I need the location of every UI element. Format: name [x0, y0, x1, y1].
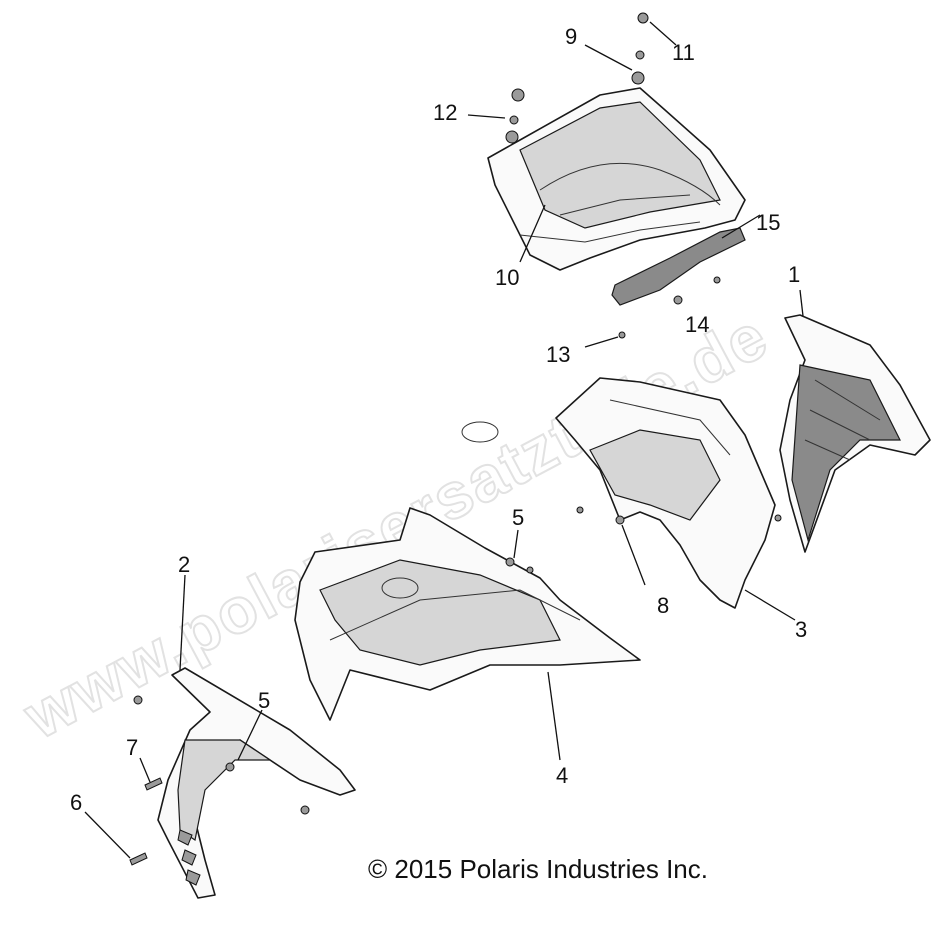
part-15-bracket	[611, 227, 746, 306]
callout-13: 13	[546, 342, 570, 367]
callout-15: 15	[756, 210, 780, 235]
callout-10: 10	[495, 265, 519, 290]
callout-2: 2	[178, 552, 190, 577]
callout-4: 4	[556, 763, 568, 788]
callout-8: 8	[657, 593, 669, 618]
callout-3: 3	[795, 617, 807, 642]
part-3-dash-panel	[461, 377, 776, 609]
callout-9: 9	[565, 24, 577, 49]
copyright-text: © 2015 Polaris Industries Inc.	[368, 854, 708, 884]
part-2-fender-bracket	[157, 667, 356, 899]
callout-1: 1	[788, 262, 800, 287]
callout-12: 12	[433, 100, 457, 125]
part-4-lower-panel	[294, 507, 641, 721]
part-10-hood	[487, 87, 746, 271]
callout-14: 14	[685, 312, 709, 337]
callout-5-lower: 5	[258, 688, 270, 713]
hardware	[129, 12, 782, 866]
callout-11: 11	[672, 40, 695, 65]
callout-5-upper: 5	[512, 505, 524, 530]
leader-lines	[84, 21, 804, 859]
callout-7: 7	[126, 735, 138, 760]
part-1-side-panel	[779, 314, 931, 553]
callout-6: 6	[70, 790, 82, 815]
